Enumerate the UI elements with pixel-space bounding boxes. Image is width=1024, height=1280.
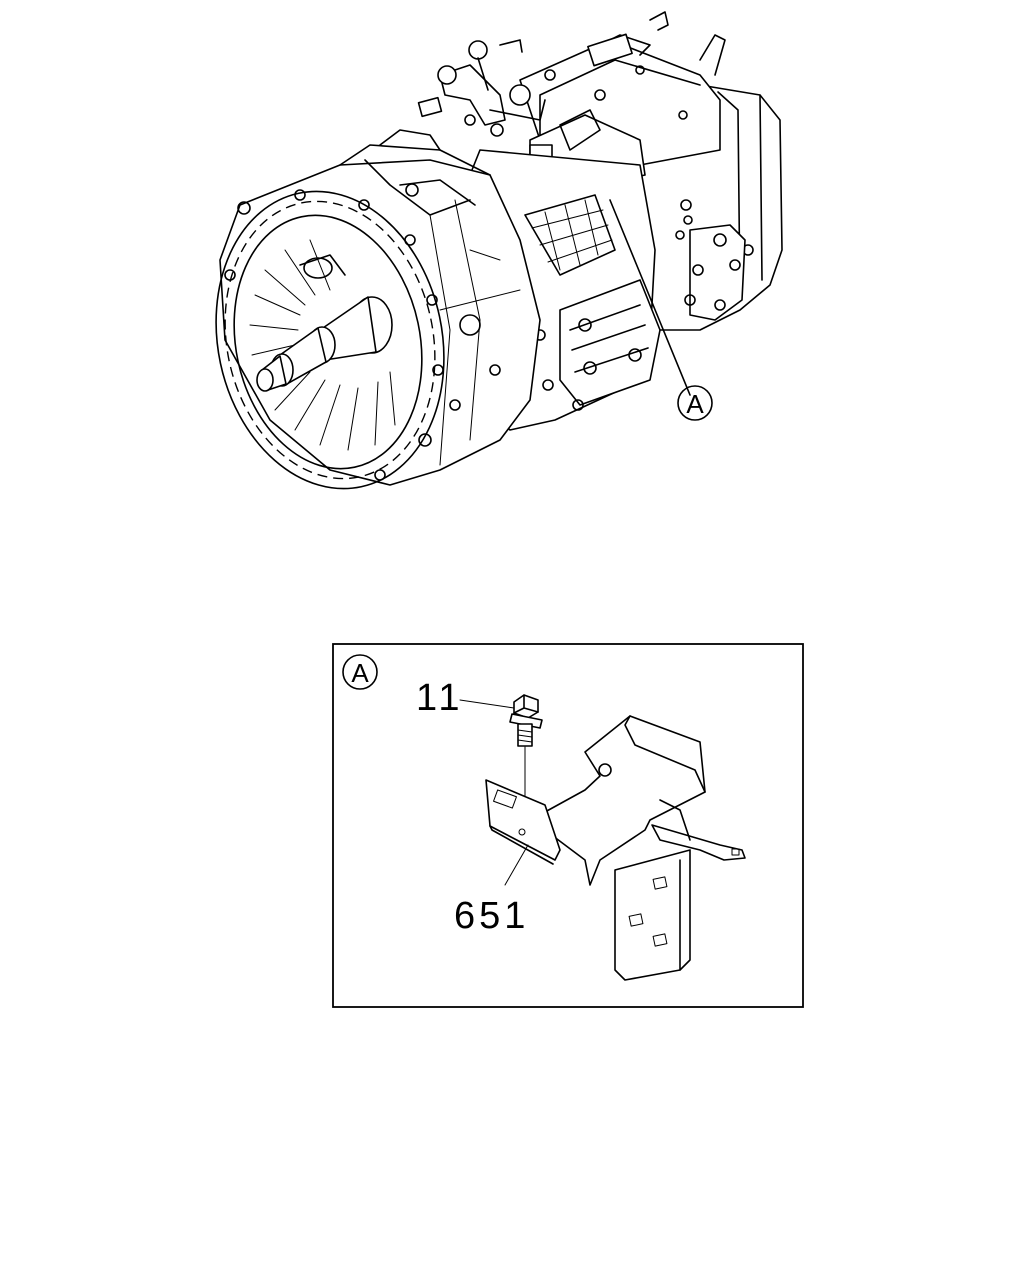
- detail-view-label: A: [351, 658, 369, 688]
- callout-label: A: [686, 389, 704, 419]
- part-number-bracket: 651: [454, 895, 529, 937]
- detail-view-a: A 11: [332, 643, 804, 1008]
- bracket-leader-line: [504, 844, 529, 886]
- detail-view-circle: [342, 654, 378, 690]
- transmission-assembly-drawing: [215, 11, 783, 490]
- flange-bolt-holes: [224, 189, 444, 481]
- input-shaft: [256, 254, 393, 392]
- overview-callout-a: A: [677, 385, 713, 421]
- callout-leader-line: [609, 199, 691, 396]
- bolt-leader-line: [459, 699, 515, 709]
- shift-linkage: [417, 39, 546, 137]
- part-number-bolt: 11: [416, 677, 463, 719]
- flange-ring-inner: [233, 214, 423, 470]
- flange-ring-outer: [215, 190, 445, 490]
- callout-circle: [677, 385, 713, 421]
- mounting-bracket: [485, 715, 746, 981]
- detail-frame: [332, 643, 804, 1008]
- flange-bolt: [509, 694, 543, 811]
